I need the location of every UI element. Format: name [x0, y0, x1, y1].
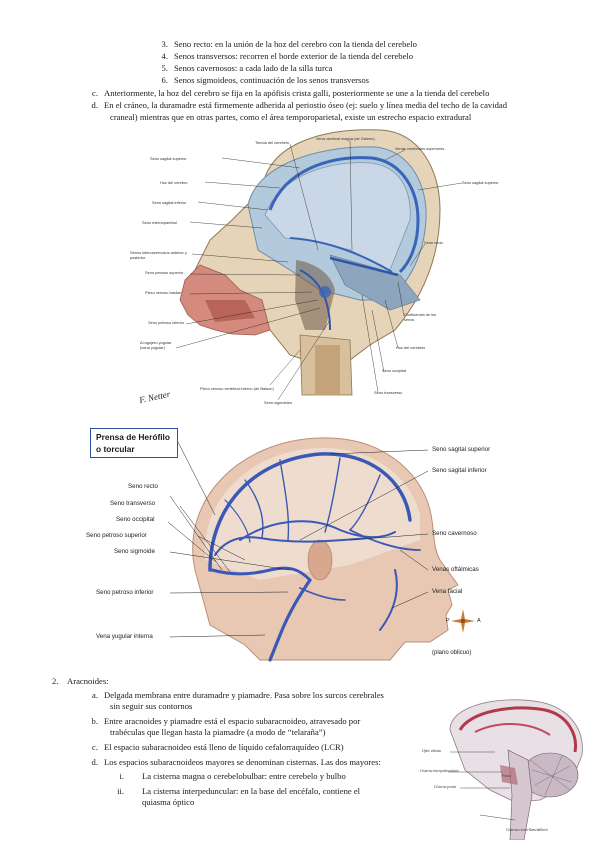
label-seno-occipital: Seno occipital: [382, 368, 407, 373]
label-cisterna-pontis: Cisterna pontis: [434, 785, 457, 789]
list-item: 5.Senos cavernosos: a cada lado de la si…: [161, 63, 333, 73]
label-hoz-cerebro: Hoz del cerebro: [160, 180, 188, 185]
label-seno-cavernoso: Seno cavernoso: [432, 530, 477, 537]
sub-item-cont: quiasma óptico: [142, 797, 195, 807]
label-confluencia-senos: Confluencia de los senos: [404, 312, 437, 322]
list-item-cont: trabéculas que llegan hasta la piamadre …: [110, 727, 326, 737]
label-seno-sagital-inferior: Seno sagital inferior: [432, 467, 487, 474]
paragraph-c: c.Anteriormente, la hoz del cerebro se f…: [92, 88, 490, 98]
venous-head-illustration: [167, 437, 475, 662]
label-seno-transverso: Seno transverso: [374, 390, 403, 395]
label-seno-sagital-superior-right: Seno sagital superior: [462, 180, 499, 185]
label-vena-facial: Vena facial: [432, 588, 463, 595]
label-seno-esfenoparietal: Seno esfenoparietal: [142, 220, 177, 225]
figure-dural-sinuses-sagittal: Seno sagital superior Hoz del cerebro Se…: [0, 0, 600, 420]
label-seno-petroso-superior: Seno petroso superior: [145, 270, 184, 275]
label-venas-cerebrales-superiores: Venas cerebrales superiores: [395, 146, 445, 151]
label-fossa: Fossa: [502, 774, 511, 778]
label-seno-petroso-inferior: Seno petroso inferior: [148, 320, 185, 325]
list-item: 3.Seno recto: en la unión de la hoz del …: [161, 39, 417, 49]
label-senos-intercavernosos: Senos intercavernosos anterior y posteri…: [130, 250, 187, 260]
label-seno-sagital-superior: Seno sagital superior: [150, 156, 187, 161]
plane-label: (plano oblicuo): [432, 650, 472, 656]
label-seno-sigmoide: Seno sigmoide: [114, 548, 155, 555]
label-tienda-cerebelo: Tienda del cerebelo: [255, 140, 290, 145]
list-item: 6.Senos sigmoideos, continuación de los …: [161, 75, 370, 85]
figure-venous-head: Prensa de Herófilo o torcular Seno recto…: [0, 420, 600, 670]
list-item: d.Los espacios subaracnoideos mayores se…: [91, 757, 381, 767]
label-plexo-batson: Plexo venoso vertebral interno (de Batso…: [200, 386, 274, 391]
label-optic-chiasm: Optic chiasm: [422, 749, 442, 753]
figure-cisterns: Optic chiasm Cisterna interpeduncularis …: [420, 690, 590, 840]
sub-item: ii.La cisterna interpeduncular: en la ba…: [117, 786, 361, 796]
label-vena-galeno: Vena cerebral magna (de Galeno): [316, 136, 375, 141]
label-seno-recto: Seno recto: [128, 483, 158, 490]
label-seno-petroso-inferior: Seno petroso inferior: [96, 589, 154, 596]
compass-p: P: [446, 618, 450, 624]
label-seno-recto: Seno recto: [424, 240, 443, 245]
label-seno-occipital: Seno occipital: [116, 516, 155, 523]
compass-a: A: [477, 618, 481, 624]
label-seno-sigmoideo: Seno sigmoideo: [264, 400, 292, 405]
list-item: a.Delgada membrana entre duramadre y pia…: [92, 690, 384, 700]
list-item: b.Entre aracnoides y piamadre está el es…: [91, 716, 361, 726]
dural-sinus-illustration: [175, 129, 463, 401]
sub-item: i.La cisterna magna o cerebelobulbar: en…: [119, 771, 346, 781]
paragraph-d-cont: craneal) mientras que en otras partes, c…: [110, 112, 472, 122]
cisterns-illustration: [448, 699, 583, 840]
callout-line: o torcular: [96, 444, 135, 454]
label-seno-sagital-inferior: Seno sagital inferior: [152, 200, 187, 205]
list-item-cont: sin seguir sus contornos: [110, 701, 193, 711]
label-venas-oftalmicas: Venas oftálmicas: [432, 566, 479, 573]
callout-line: Prensa de Herófilo: [96, 432, 171, 442]
label-seno-petroso-superior: Seno petroso superior: [86, 532, 147, 539]
label-plexo-venoso-basilar: Plexo venoso basilar: [145, 290, 181, 295]
label-vena-yugular-interna: Vena yugular interna: [96, 633, 153, 640]
list-item: 4.Senos transversos: recorren el borde e…: [161, 51, 414, 61]
label-agujero-yugular: Al agujero yugular (vena yugular): [140, 340, 172, 350]
section-heading: 2. Aracnoides:: [52, 676, 109, 686]
label-hoz-cerebelo: Hoz del cerebelo: [396, 345, 426, 350]
label-seno-sagital-superior: Seno sagital superior: [432, 446, 491, 453]
paragraph-d: d.En el cráneo, la duramadre está firmem…: [91, 100, 508, 110]
list-item: c.El espacio subaracnoideo está lleno de…: [92, 742, 344, 752]
label-seno-transverso: Seno transverso: [110, 500, 156, 507]
callout-prensa-herofilo: Prensa de Herófilo o torcular: [90, 428, 178, 458]
label-cisterna-cerebellomedullaris: Cisterna cerebellomedullaris: [506, 828, 548, 832]
label-cisterna-interpeduncularis: Cisterna interpeduncularis: [420, 769, 459, 773]
